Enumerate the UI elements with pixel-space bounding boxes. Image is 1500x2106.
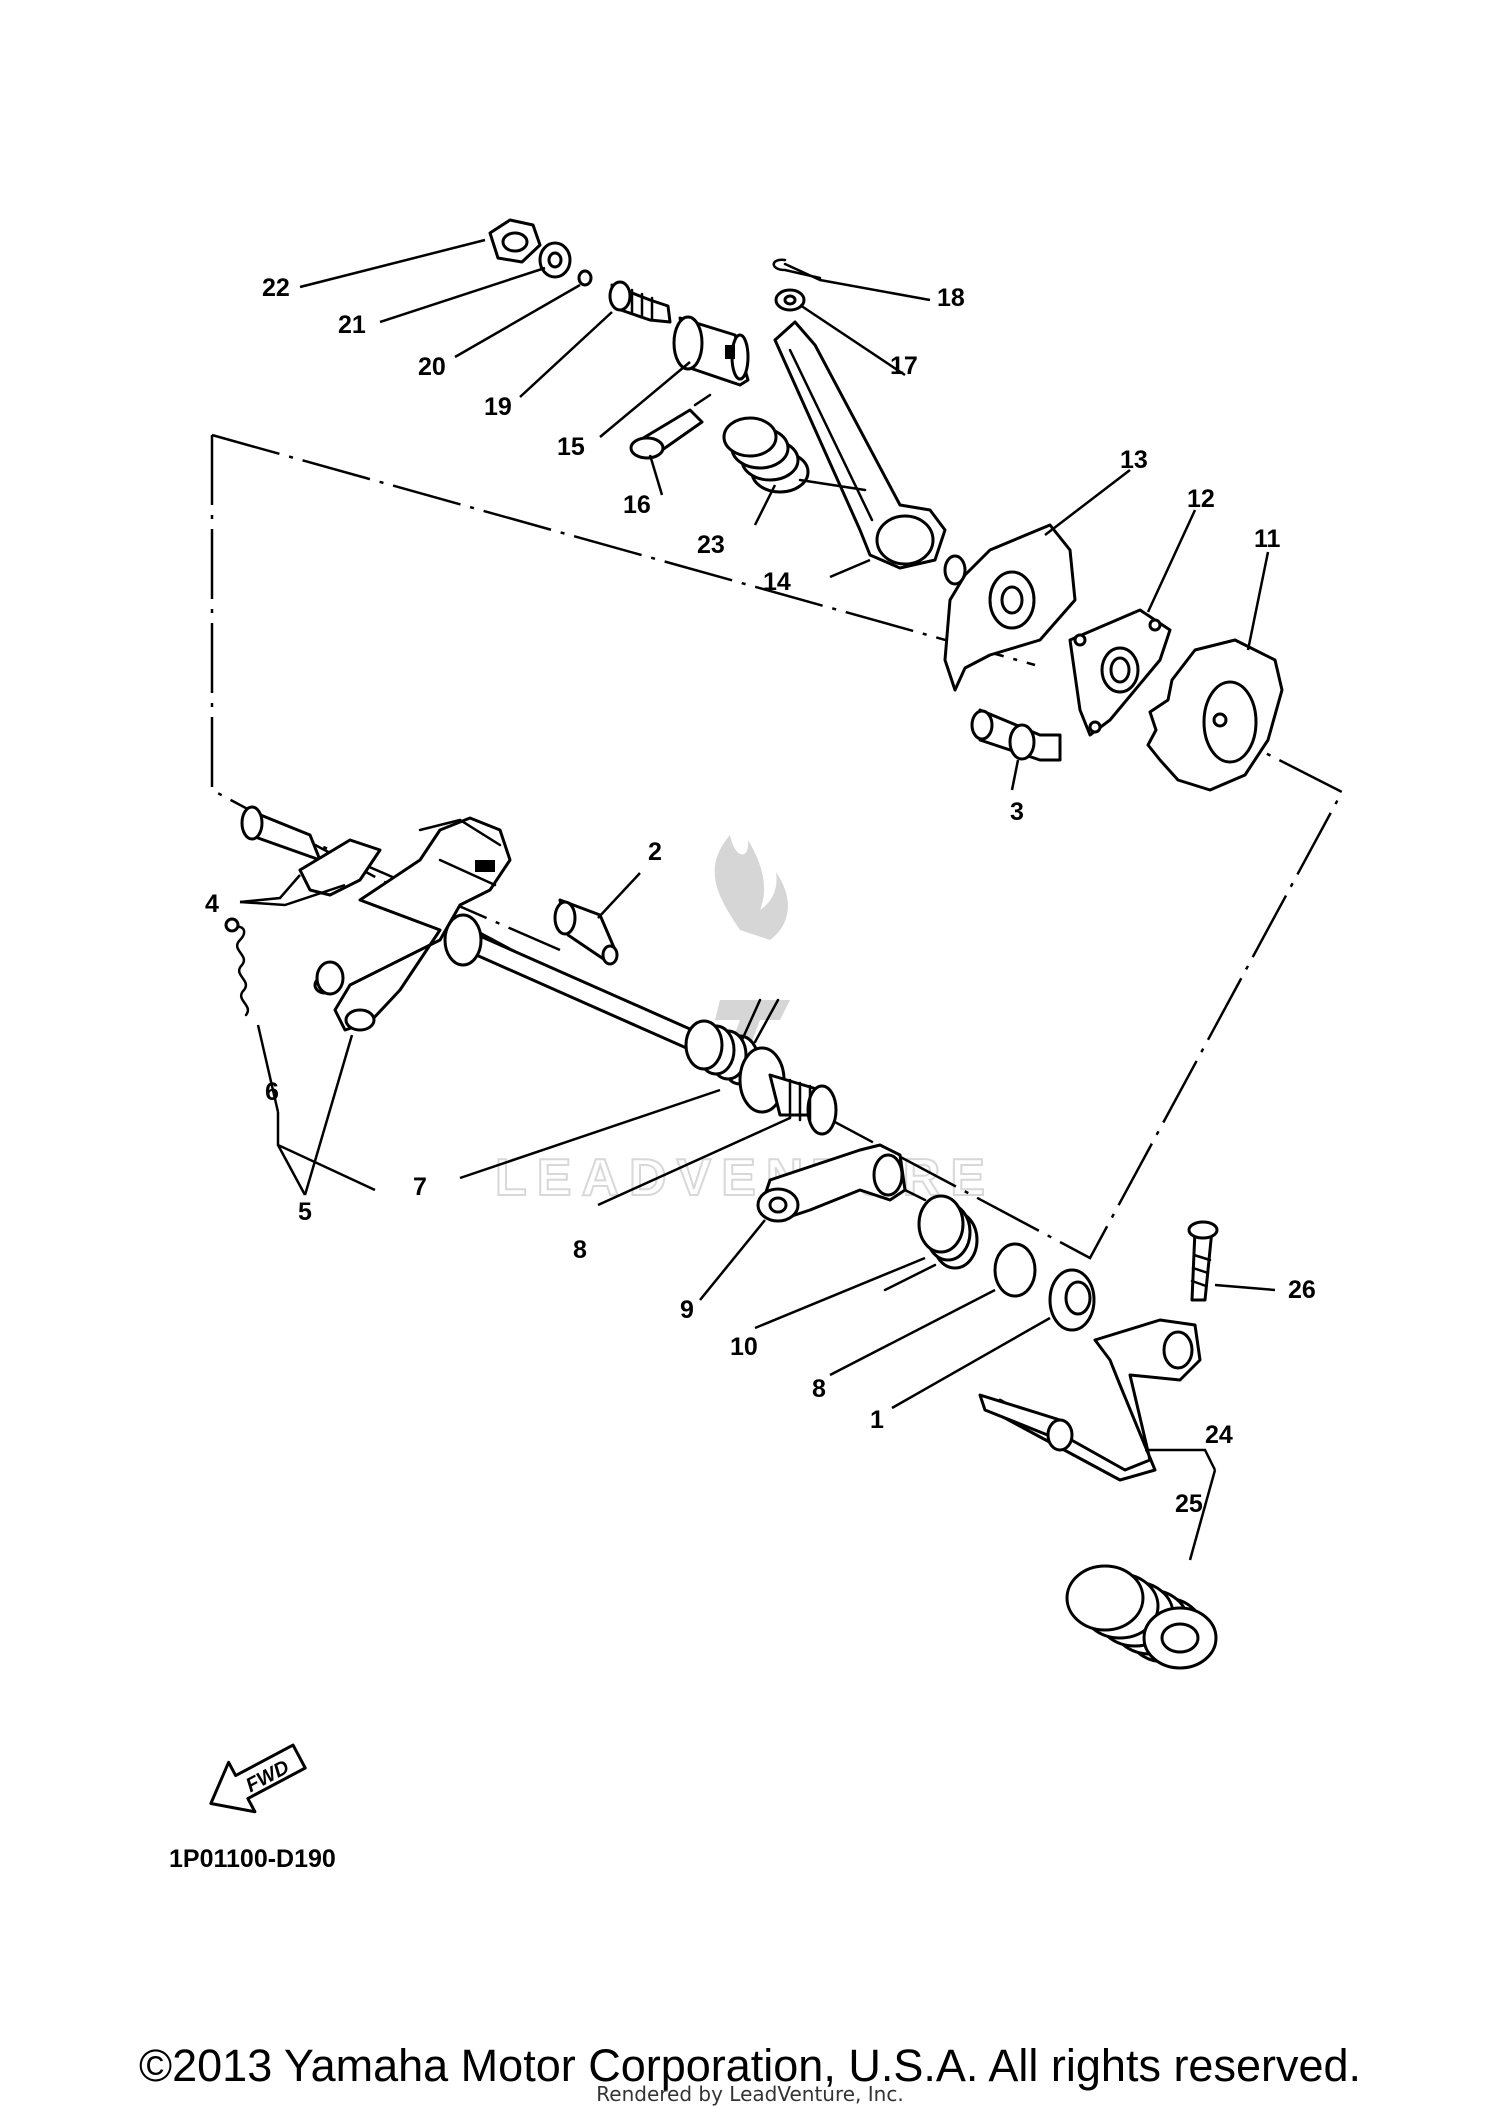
callout-17: 17	[890, 352, 918, 380]
part-21-washer	[538, 241, 572, 279]
fwd-arrow-icon: FWD	[209, 1743, 307, 1814]
callout-12: 12	[1187, 485, 1215, 513]
watermark-logo	[714, 835, 790, 1060]
part-20-o-ring	[577, 269, 593, 287]
part-9-lever	[756, 1143, 907, 1223]
part-8-collar	[738, 1046, 838, 1136]
callout-21: 21	[338, 311, 366, 339]
part-10-return-spring	[883, 1188, 979, 1292]
callout-10: 10	[730, 1333, 758, 1361]
callout-4: 4	[205, 890, 219, 918]
callout-9: 9	[680, 1296, 694, 1324]
callout-6: 6	[265, 1078, 279, 1106]
callout-13: 13	[1120, 446, 1148, 474]
part-5-washer	[315, 960, 345, 996]
copyright-notice: ©2013 Yamaha Motor Corporation, U.S.A. A…	[138, 2040, 1362, 2091]
part-24-shift-pedal	[978, 1318, 1202, 1482]
part-7-spring	[684, 998, 780, 1086]
callout-16: 16	[623, 491, 651, 519]
callout-14: 14	[763, 568, 791, 596]
part-13-stopper-plate	[943, 523, 1077, 692]
part-2-dowel-pin	[553, 898, 619, 966]
part-8-washer	[993, 1242, 1037, 1298]
callout-22: 22	[262, 274, 290, 302]
part-15-joint	[672, 315, 750, 387]
part-11-segment	[1146, 638, 1284, 792]
part-3-bolt	[970, 708, 1062, 762]
callout-18: 18	[937, 284, 965, 312]
callout-8-upper: 8	[573, 1236, 587, 1264]
callout-19: 19	[484, 393, 512, 421]
callout-26: 26	[1288, 1276, 1316, 1304]
leader-lines	[239, 238, 1276, 1561]
callout-11: 11	[1254, 525, 1281, 553]
callout-24: 24	[1205, 1421, 1233, 1449]
callout-1: 1	[870, 1406, 884, 1434]
callout-25: 25	[1175, 1490, 1203, 1518]
callout-23: 23	[697, 531, 725, 559]
rendered-by-notice: Rendered by LeadVenture, Inc.	[596, 2082, 904, 2106]
part-12-plate	[1068, 608, 1172, 737]
part-25-pedal-rubber	[1065, 1564, 1218, 1670]
part-6-spring	[224, 917, 250, 1017]
callout-20: 20	[418, 353, 446, 381]
callout-2: 2	[648, 838, 662, 866]
part-1-bushing	[1048, 1268, 1096, 1332]
part-17-washer	[774, 288, 806, 312]
part-26-bolt	[1187, 1220, 1219, 1302]
callout-3: 3	[1010, 798, 1024, 826]
part-22-nut	[488, 218, 542, 264]
part-19-bolt	[608, 280, 672, 324]
callout-8-lower: 8	[812, 1375, 826, 1403]
callout-15: 15	[557, 433, 585, 461]
part-23-spring	[722, 416, 867, 494]
part-18-cotter-pin	[772, 258, 822, 282]
callout-7: 7	[413, 1173, 427, 1201]
callout-5: 5	[298, 1198, 312, 1226]
diagram-code: 1P01100-D190	[169, 1845, 336, 1873]
part-16-pin	[629, 393, 712, 460]
part-14-shift-arm	[773, 320, 947, 570]
